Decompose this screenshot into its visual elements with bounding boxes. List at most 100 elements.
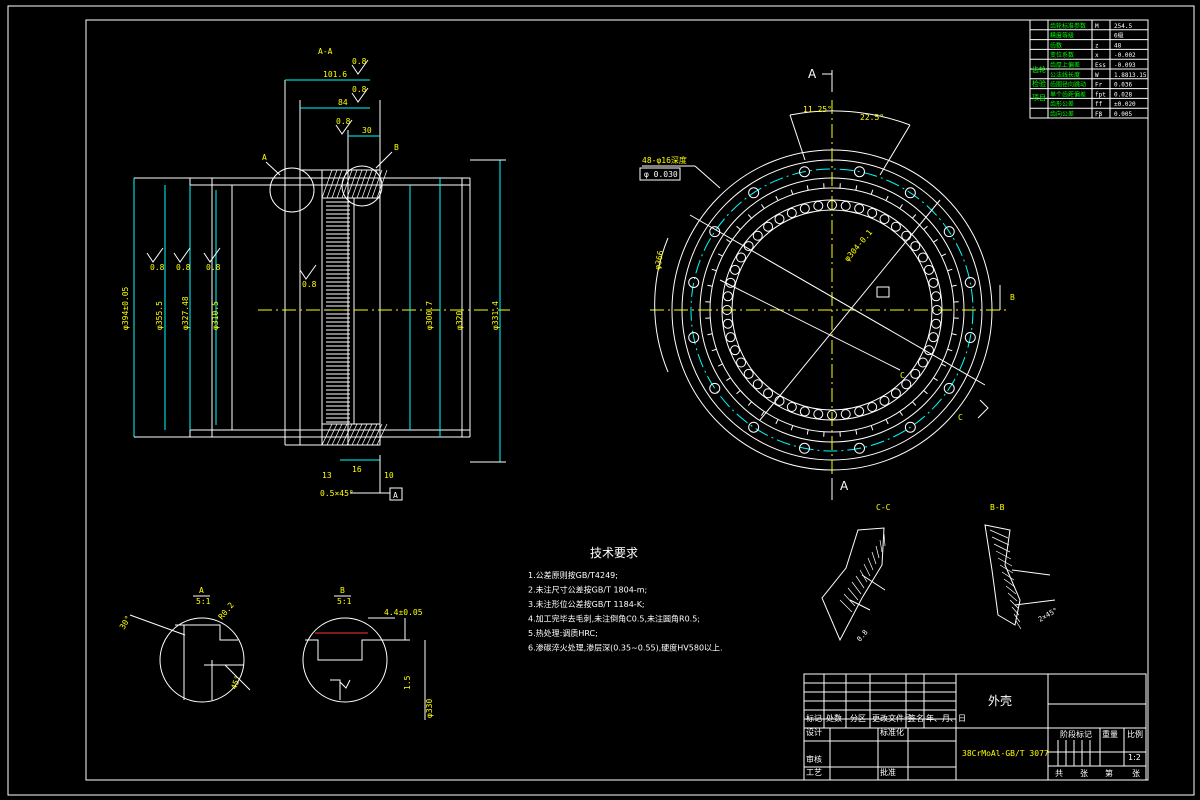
- sheet-inner-border: [85, 19, 1149, 781]
- angle-11-25: 11.25°: [803, 105, 832, 114]
- callout-circle-a: [269, 167, 315, 213]
- param-row-value: -0.002: [1114, 52, 1136, 59]
- inner-tooth: [774, 395, 785, 406]
- inner-tooth: [736, 252, 747, 263]
- bolt-hole: [709, 382, 721, 394]
- tb-label-file: 更改文件号: [872, 713, 912, 723]
- vertical-dim: φ394±0.05: [121, 286, 130, 330]
- bolt-hole: [943, 382, 955, 394]
- inner-tooth: [763, 221, 774, 232]
- detail-a-scale: 5:1: [196, 597, 211, 606]
- dim-chamfer: 0.5×45°: [320, 489, 354, 498]
- bolt-hole: [904, 421, 916, 433]
- inner-tooth: [725, 277, 736, 288]
- tb-sheet-end: 张: [1132, 769, 1140, 778]
- tb-label-zone: 分区: [850, 714, 866, 723]
- section-arrow-b: B: [1010, 293, 1015, 302]
- param-row-symbol: ff: [1095, 101, 1103, 108]
- inner-tooth: [722, 291, 733, 302]
- tb-scale-label: 比例: [1127, 729, 1143, 739]
- inner-tooth: [799, 406, 810, 417]
- tech-item: 4.加工完毕去毛刺,未注倒角C0.5,未注圆角R0.5;: [528, 614, 700, 624]
- param-row-name: 变位系数: [1050, 51, 1074, 59]
- detail-b-scale: 5:1: [337, 597, 352, 606]
- roughness-1: 0.8: [352, 57, 367, 66]
- section-arrow-c2: C: [958, 413, 963, 422]
- inner-tooth: [799, 203, 810, 214]
- inner-tooth: [729, 345, 740, 356]
- inner-tooth: [910, 241, 921, 252]
- param-group-label: 齿轮: [1032, 65, 1046, 74]
- tb-label-date: 年、月、日: [926, 713, 966, 723]
- detail-b-dim2: 1.5: [403, 675, 412, 690]
- detail-b-label: B: [340, 586, 345, 595]
- callout-circle-b: [341, 165, 383, 207]
- vertical-dim: φ331.4: [491, 301, 500, 330]
- tb-sheet-no: 张: [1080, 769, 1088, 778]
- param-row-name: 公法线长度: [1050, 71, 1080, 79]
- tb-scale: 1:2: [1128, 753, 1141, 762]
- param-row-name: 精度等级: [1050, 32, 1074, 40]
- tb-standardize: 标准化: [880, 727, 904, 737]
- bolt-hole: [798, 166, 810, 178]
- param-row-value: 0.028: [1114, 91, 1132, 98]
- section-arrow-a-top: A: [808, 67, 817, 81]
- roughness-3: 0.8: [336, 117, 351, 126]
- detail-b-dim3: φ330: [425, 699, 434, 718]
- tech-item: 2.未注尺寸公差按GB/T 1804-m;: [528, 585, 647, 595]
- inner-tooth: [867, 207, 878, 218]
- inner-tooth: [840, 409, 851, 420]
- section-bb-view: B-B 2×45°: [984, 503, 1059, 630]
- inner-tooth: [774, 214, 785, 225]
- callout-a-label: A: [262, 153, 267, 162]
- param-row-symbol: Ess: [1095, 62, 1106, 69]
- section-arrow-a-bottom: A: [840, 479, 849, 493]
- inner-tooth: [879, 395, 890, 406]
- inner-tooth: [879, 214, 890, 225]
- param-row-value: 0.005: [1114, 111, 1132, 118]
- sheet-outer-border: [7, 5, 1195, 796]
- dim-30: 30: [362, 126, 372, 135]
- bolt-hole: [964, 332, 976, 344]
- tb-weight: 重量: [1102, 729, 1118, 739]
- param-row-symbol: Fβ: [1095, 111, 1103, 118]
- section-arrow-c1: C: [900, 371, 905, 380]
- param-group-label: 项目: [1032, 94, 1046, 102]
- pitch-dim: φ304-0.1: [843, 228, 875, 263]
- bolt-circle-dim: φ366: [653, 250, 665, 271]
- inner-tooth: [867, 402, 878, 413]
- param-row-symbol: fpt: [1095, 91, 1106, 98]
- param-group-label: 检验: [1032, 79, 1046, 88]
- bolt-hole: [748, 421, 760, 433]
- param-row-name: 齿厚上偏差: [1050, 61, 1080, 69]
- tb-review: 审核: [806, 754, 822, 764]
- position-tolerance-box: [639, 167, 681, 181]
- inner-tooth: [890, 221, 901, 232]
- bolt-hole: [798, 442, 810, 454]
- detail-b-dim1: 4.4±0.05: [384, 608, 423, 617]
- bolt-hole: [688, 276, 700, 288]
- roughness-left-1: 0.8: [150, 263, 165, 272]
- datum-a: A: [393, 491, 398, 500]
- inner-tooth: [813, 200, 824, 211]
- param-row-value: ±0.020: [1114, 101, 1136, 108]
- tech-item: 3.未注形位公差按GB/T 1184-K;: [528, 599, 645, 609]
- detail-a-angle: 30°: [118, 614, 133, 631]
- section-aa-label: A-A: [318, 47, 333, 56]
- tb-label-count: 处数: [826, 713, 842, 723]
- datum-box: [389, 487, 403, 501]
- inner-tooth: [840, 200, 851, 211]
- part-name: 外壳: [988, 694, 1012, 708]
- position-tolerance: φ 0.030: [644, 170, 678, 179]
- param-row-symbol: x: [1095, 52, 1099, 59]
- detail-a-radius: R0.2: [217, 601, 236, 622]
- roughness-left-2: 0.8: [176, 263, 191, 272]
- dim-16: 16: [352, 465, 362, 474]
- inner-tooth: [890, 388, 901, 399]
- param-row-symbol: W: [1095, 72, 1099, 79]
- vertical-dim: φ300.7: [425, 301, 434, 330]
- dim-10: 10: [384, 471, 394, 480]
- inner-tooth: [931, 291, 942, 302]
